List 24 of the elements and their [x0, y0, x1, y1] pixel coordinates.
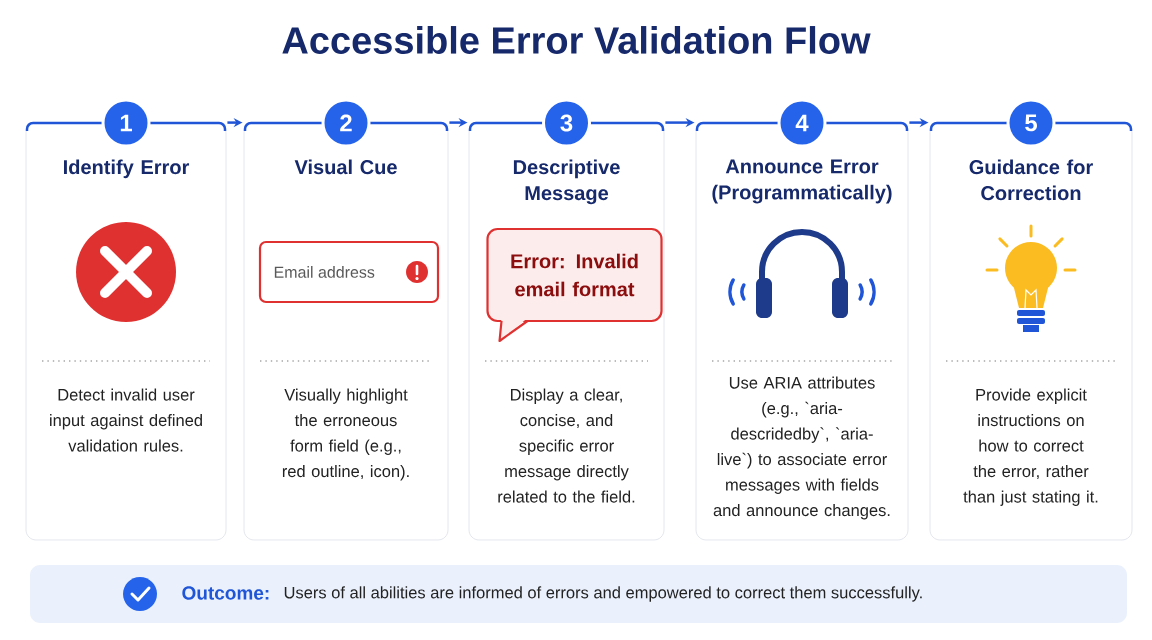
step-description: Detect invalid user input against defined validation rules. [50, 388, 202, 452]
step-number: 1 [101, 98, 151, 148]
step-title: Guidance for Correction [969, 159, 1093, 201]
step-title: Announce Error (Programmatically) [712, 159, 892, 204]
title: Accessible Error Validation Flow [282, 26, 871, 54]
step-description: Use ARIA attributes (e.g., `aria-descridedby`, `aria-live`) to associate error messages with fields and announce changes. [713, 376, 890, 520]
step-number: 4 [777, 98, 827, 148]
step-number: 2 [321, 98, 371, 148]
step-title: Identify Error [64, 159, 190, 179]
step-description: Visually highlight the erroneous form field (e.g., red outline, icon). [282, 388, 409, 481]
step-description: Provide explicit instructions on how to correct the error, rather than just stating it. [963, 388, 1098, 506]
step-number: 3 [542, 98, 591, 148]
step-card [695, 98, 909, 541]
step-title: Descriptive Message [513, 159, 620, 205]
step-card [929, 98, 1133, 541]
input-field: Email address [258, 240, 440, 304]
step-description: Display a clear, concise, and specific error message directly related to the field. [498, 388, 635, 503]
outcome-banner [30, 565, 1127, 623]
step-number: 5 [1006, 98, 1056, 148]
outcome-label: Outcome: [182, 586, 269, 600]
outcome-text: Users of all abilities are informed of errors and empowered to correct them successfully. [284, 586, 922, 602]
speech-bubble: Error: Invalid email format [486, 227, 663, 343]
step-title: Visual Cue [294, 159, 397, 175]
step-card [25, 98, 227, 541]
